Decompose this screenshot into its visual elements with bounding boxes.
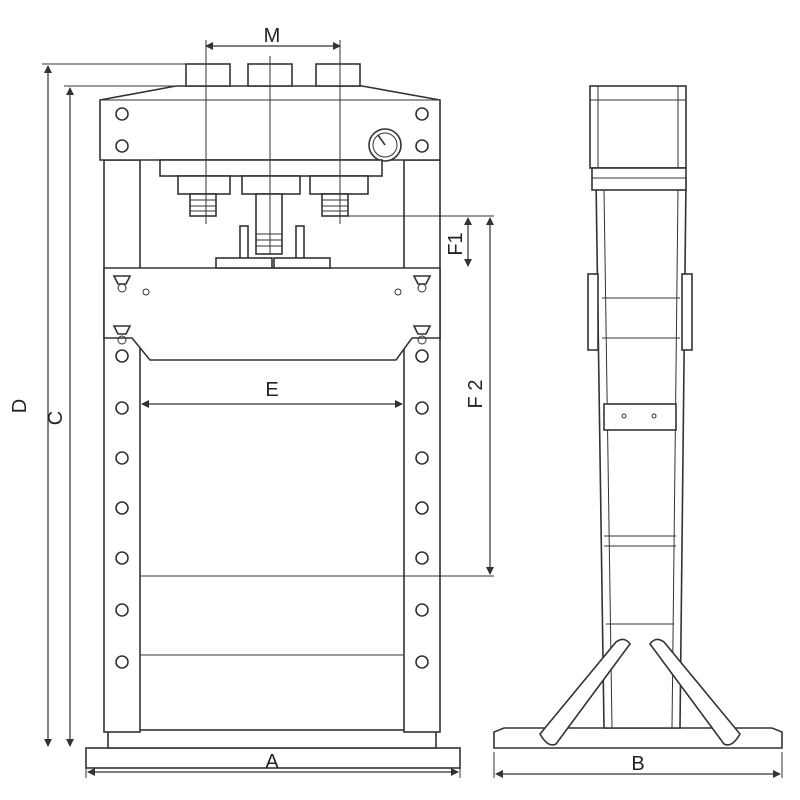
- cylinder-body-right: [309, 175, 369, 195]
- label-e: E: [265, 379, 278, 401]
- cylinder-top-right: [315, 63, 361, 87]
- pressure-gauge-icon: [368, 128, 402, 162]
- side-tab-right: [681, 273, 693, 351]
- press-plate-right: [273, 257, 331, 269]
- dimension-f1: F1: [348, 215, 494, 267]
- side-brace-left: [539, 638, 631, 746]
- label-b: B: [631, 753, 644, 775]
- upper-cross-beam: [103, 267, 441, 361]
- cylinder-body-left: [177, 175, 231, 195]
- label-a: A: [265, 751, 279, 773]
- left-upright: [103, 159, 141, 733]
- label-f1: F1: [445, 232, 467, 255]
- upright-holes: [115, 349, 429, 669]
- right-upright: [403, 159, 441, 733]
- wing-nut-icon: [112, 275, 132, 293]
- side-head: [589, 85, 687, 169]
- head-hole: [415, 107, 429, 121]
- label-c: C: [45, 411, 67, 425]
- dimension-b: B: [493, 752, 783, 778]
- side-base-plate: [493, 727, 783, 749]
- cylinder-flange: [159, 159, 383, 177]
- front-view: [85, 63, 461, 769]
- side-view: [493, 85, 783, 749]
- dimension-a: A: [85, 751, 461, 778]
- label-f2: F 2: [465, 380, 487, 409]
- wing-nut-icon: [412, 325, 432, 345]
- piston-right: [321, 193, 349, 217]
- side-brace-right: [649, 638, 741, 746]
- head-hole: [415, 139, 429, 153]
- dimension-e: E: [141, 379, 403, 408]
- dimension-f2: F 2: [404, 217, 494, 577]
- piston-center: [255, 193, 283, 255]
- press-plate-left: [215, 257, 273, 269]
- wing-nut-icon: [412, 275, 432, 293]
- cylinder-top-left: [185, 63, 231, 87]
- label-m: M: [264, 25, 281, 47]
- head-hole: [115, 107, 129, 121]
- head-hole: [115, 139, 129, 153]
- label-d: D: [9, 399, 31, 413]
- side-bed-block: [603, 403, 677, 431]
- dimension-m: M: [205, 25, 341, 254]
- front-base-foot: [107, 729, 437, 749]
- wing-nut-icon: [112, 325, 132, 345]
- dimension-c: C: [45, 85, 176, 747]
- piston-left: [189, 193, 217, 217]
- side-tab-left: [587, 273, 599, 351]
- dimension-d: D: [9, 63, 186, 747]
- cylinder-body-center: [241, 175, 301, 195]
